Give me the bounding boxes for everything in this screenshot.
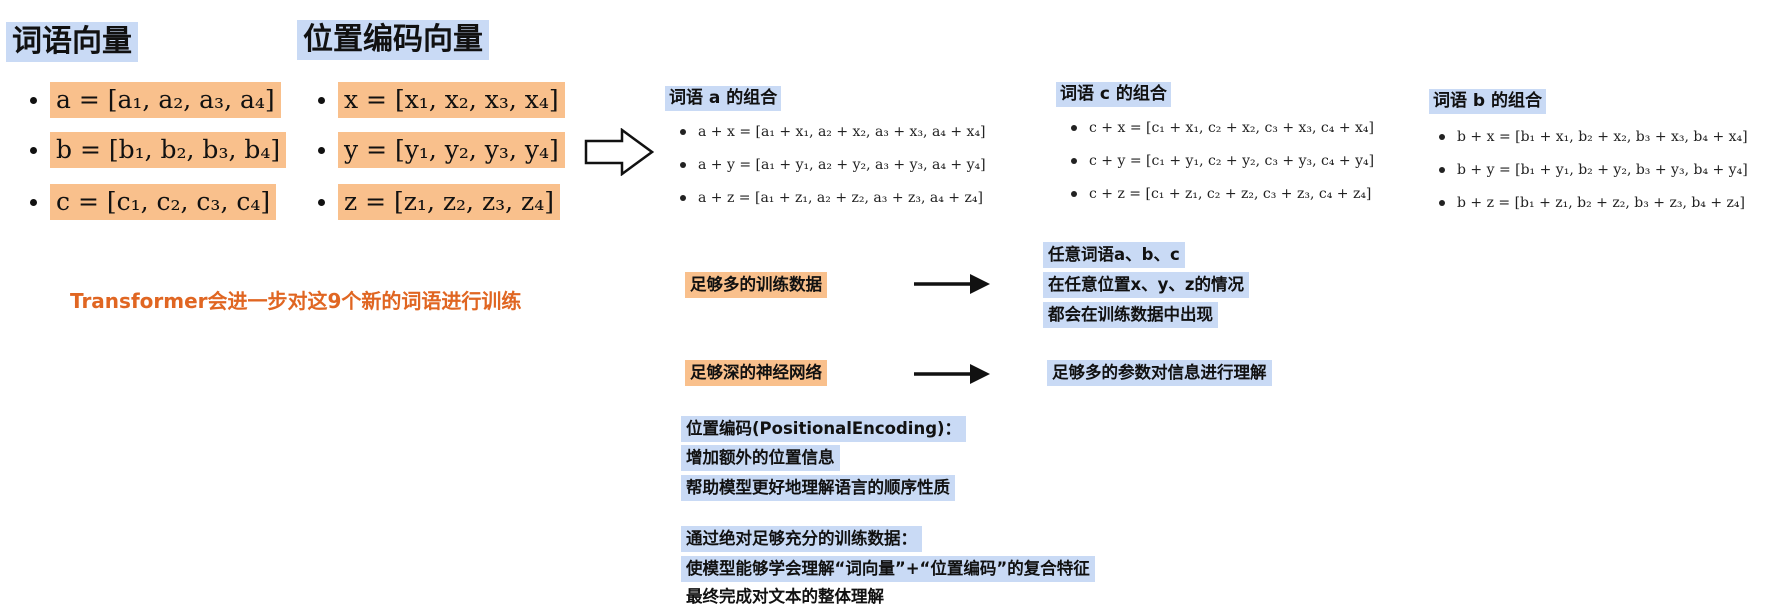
transformer-note: Transformer会进一步对这9个新的词语进行训练 <box>70 289 522 313</box>
requirement-training-data: 足够多的训练数据 <box>685 272 827 298</box>
combo-c-line: c + z = [c₁ + z₁, c₂ + z₂, c₃ + z₃, c₄ +… <box>1070 186 1372 202</box>
summary-line: 帮助模型更好地理解语言的顺序性质 <box>681 475 955 501</box>
bullet <box>318 147 325 154</box>
vector-z: z = [z₁, z₂, z₃, z₄] <box>338 184 560 220</box>
deep-network-result: 足够多的参数对信息进行理解 <box>1047 360 1272 386</box>
combo-b-title: 词语 b 的组合 <box>1429 89 1547 114</box>
bullet <box>30 199 37 206</box>
combo-c-line: c + y = [c₁ + y₁, c₂ + y₂, c₃ + y₃, c₄ +… <box>1070 153 1375 169</box>
bullet <box>30 147 37 154</box>
summary-line: 增加额外的位置信息 <box>681 445 840 471</box>
combo-a-line: a + x = [a₁ + x₁, a₂ + x₂, a₃ + x₃, a₄ +… <box>680 124 986 140</box>
word-vectors-heading: 词语向量 <box>6 22 138 62</box>
combo-b-line: b + y = [b₁ + y₁, b₂ + y₂, b₃ + y₃, b₄ +… <box>1439 162 1748 178</box>
summary-line: 使模型能够学会理解“词向量”+“位置编码”的复合特征 <box>681 556 1095 582</box>
vector-b: b = [b₁, b₂, b₃, b₄] <box>50 132 287 168</box>
combo-a-title: 词语 a 的组合 <box>665 86 782 111</box>
hollow-right-arrow-icon <box>584 128 654 176</box>
vector-a: a = [a₁, a₂, a₃, a₄] <box>50 82 281 118</box>
requirement-deep-network: 足够深的神经网络 <box>685 360 827 386</box>
vector-c: c = [c₁, c₂, c₃, c₄] <box>50 184 277 220</box>
right-arrow-icon <box>914 274 990 294</box>
combo-c-line: c + x = [c₁ + x₁, c₂ + x₂, c₃ + x₃, c₄ +… <box>1071 120 1374 136</box>
vector-x: x = [x₁, x₂, x₃, x₄] <box>338 82 565 118</box>
combo-b-line: b + x = [b₁ + x₁, b₂ + x₂, b₃ + x₃, b₄ +… <box>1439 129 1748 145</box>
vector-y: y = [y₁, y₂, y₃, y₄] <box>338 132 565 168</box>
summary-line: 最终完成对文本的整体理解 <box>686 587 884 606</box>
training-data-result: 都会在训练数据中出现 <box>1043 302 1218 328</box>
summary-positional-encoding: 位置编码(PositionalEncoding)： <box>681 416 967 442</box>
combo-a-line: a + y = [a₁ + y₁, a₂ + y₂, a₃ + y₃, a₄ +… <box>680 157 986 173</box>
combo-c-title: 词语 c 的组合 <box>1056 82 1171 107</box>
position-vectors-heading: 位置编码向量 <box>297 20 489 60</box>
training-data-result: 在任意位置x、y、z的情况 <box>1043 272 1250 298</box>
bullet <box>30 97 37 104</box>
summary-training-data: 通过绝对足够充分的训练数据： <box>681 526 922 552</box>
bullet <box>318 97 325 104</box>
bullet <box>318 199 325 206</box>
training-data-result: 任意词语a、b、c <box>1043 242 1185 268</box>
combo-b-line: b + z = [b₁ + z₁, b₂ + z₂, b₃ + z₃, b₄ +… <box>1439 195 1745 211</box>
combo-a-line: a + z = [a₁ + z₁, a₂ + z₂, a₃ + z₃, a₄ +… <box>680 190 983 206</box>
right-arrow-icon <box>914 364 990 384</box>
